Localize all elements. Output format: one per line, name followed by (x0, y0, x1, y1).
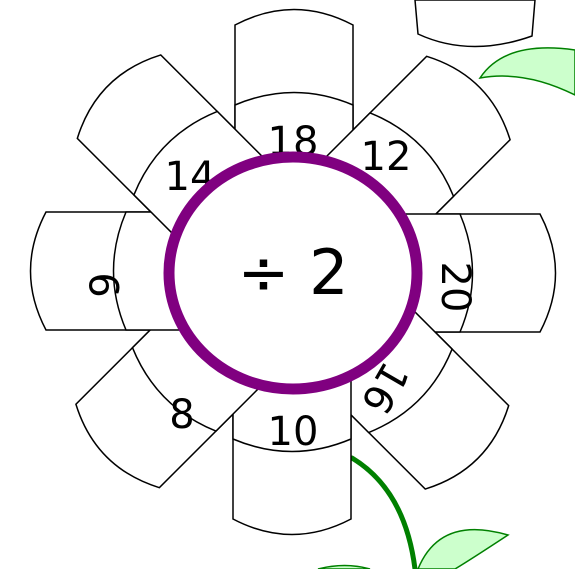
stem (349, 455, 418, 569)
leaf-bottom-left (317, 564, 371, 569)
partial-petal-top (414, 0, 536, 48)
petal-number-right: 20 (432, 262, 478, 313)
petal-number-top-right: 12 (361, 134, 412, 180)
operation-label: ÷ 2 (237, 236, 348, 309)
petal-number-left: 9 (83, 272, 129, 297)
leaf-top-right (478, 47, 575, 96)
leaf-bottom-right (417, 528, 510, 569)
center-ring (163, 151, 423, 395)
petal-number-bottom-left: 8 (169, 392, 194, 438)
petal-number-bottom: 10 (268, 409, 319, 455)
